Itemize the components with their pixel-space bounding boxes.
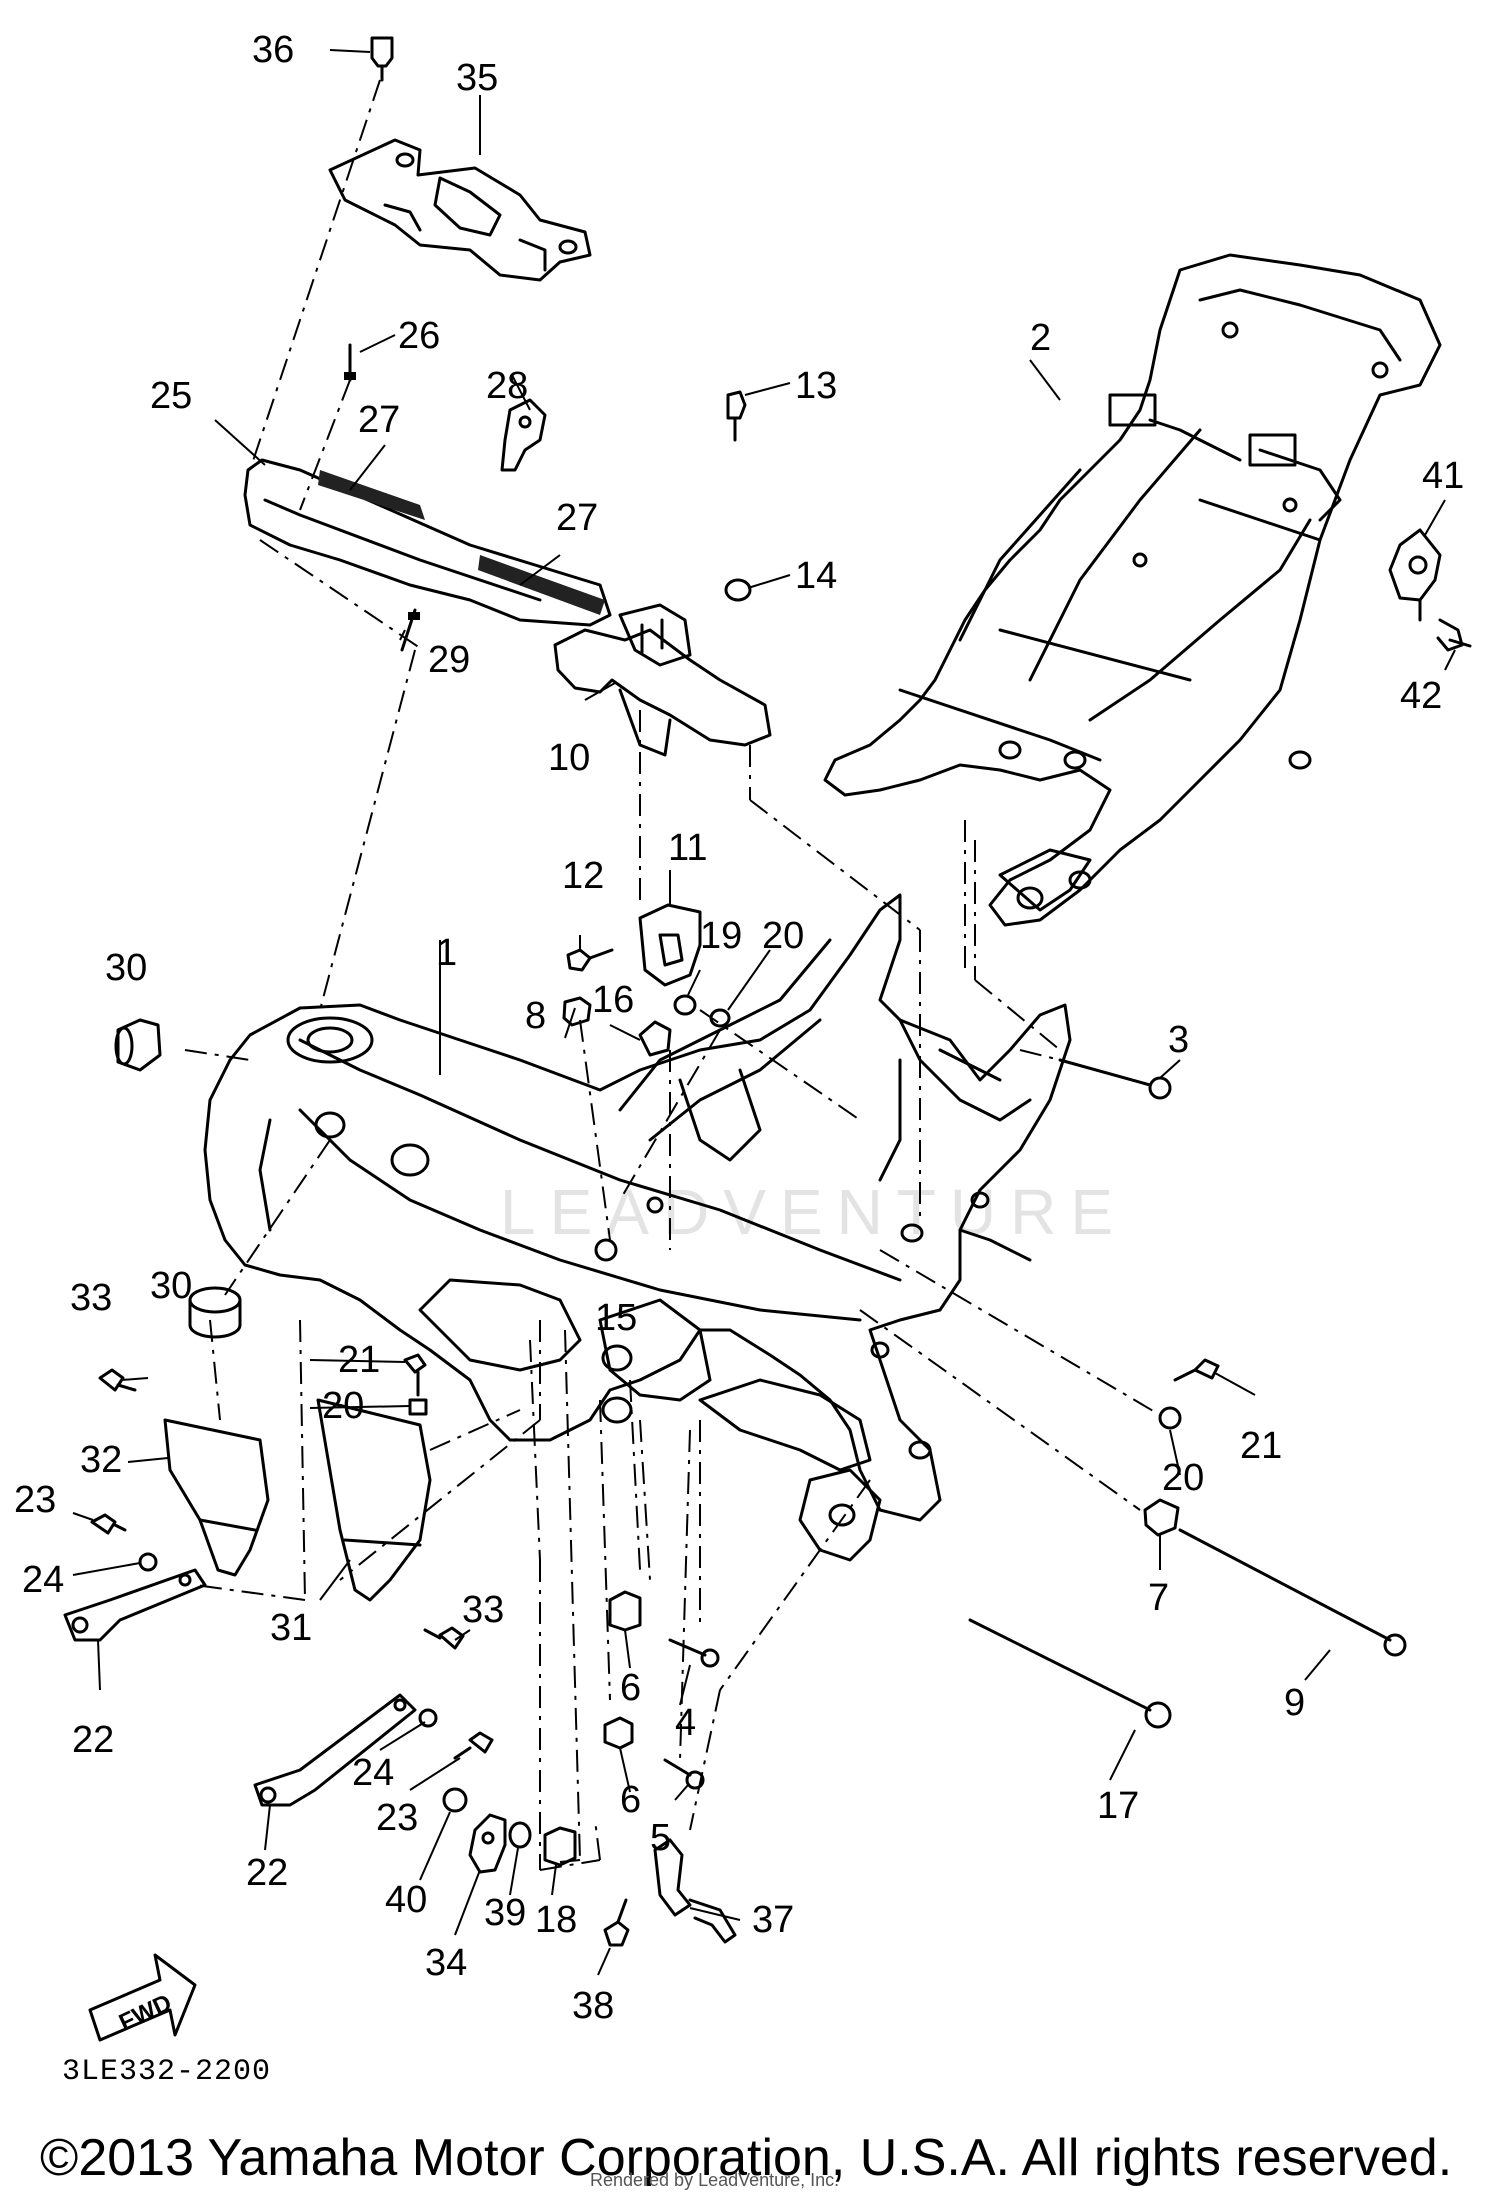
part-label-1: 1 [436, 932, 457, 974]
part-label-24a: 24 [22, 1559, 64, 1601]
part-label-11: 11 [668, 827, 707, 869]
part-label-19: 19 [700, 915, 742, 957]
part-label-2: 2 [1030, 317, 1051, 359]
part-label-28: 28 [486, 365, 528, 407]
part-label-27b: 27 [556, 497, 598, 539]
copyright-text: ©2013 Yamaha Motor Corporation, U.S.A. A… [40, 2129, 1453, 2187]
part-label-32: 32 [80, 1439, 122, 1481]
part-label-31: 31 [270, 1607, 312, 1649]
part-label-9: 9 [1284, 1682, 1305, 1724]
part-label-15: 15 [595, 1297, 637, 1339]
part-label-22b: 22 [246, 1852, 288, 1894]
part-label-8: 8 [525, 995, 546, 1037]
part-label-42: 42 [1400, 675, 1442, 717]
part-label-14: 14 [795, 555, 837, 597]
part-label-34: 34 [425, 1942, 467, 1984]
part-label-13: 13 [795, 365, 837, 407]
part-label-10: 10 [548, 737, 590, 779]
part-label-4: 4 [675, 1702, 696, 1744]
part-label-38: 38 [572, 1985, 614, 2027]
top-bracket-part [328, 36, 592, 282]
part-label-33b: 33 [462, 1589, 504, 1631]
part-label-27a: 27 [358, 399, 400, 441]
part-label-23a: 23 [14, 1479, 56, 1521]
part-label-29: 29 [428, 639, 470, 681]
part-label-22a: 22 [72, 1719, 114, 1761]
part-label-21b: 21 [1240, 1425, 1282, 1467]
leader-lines [72, 49, 1456, 1976]
part-label-7: 7 [1148, 1577, 1169, 1619]
part-label-26: 26 [398, 315, 440, 357]
drawing-code: 3LE332-2200 [62, 2055, 272, 2089]
part-number-labels: 36 35 26 25 28 27 27 29 13 14 10 2 41 42… [14, 29, 1464, 2037]
part-label-6b: 6 [620, 1779, 641, 1821]
small-bracket-part [566, 903, 702, 987]
lower-plate-part [243, 343, 612, 652]
part-label-39: 39 [484, 1892, 526, 1934]
part-label-20c: 20 [1162, 1457, 1204, 1499]
part-label-16: 16 [592, 979, 634, 1021]
part-label-17: 17 [1097, 1785, 1139, 1827]
engine-mount-part [553, 390, 772, 757]
rendered-by-text: Rendered by LeadVenture, Inc. [590, 2170, 840, 2190]
part-label-35: 35 [456, 57, 498, 99]
main-frame-part [203, 893, 1072, 1562]
part-label-30a: 30 [105, 947, 147, 989]
part-label-24b: 24 [352, 1752, 394, 1794]
part-label-3: 3 [1168, 1019, 1189, 1061]
part-label-33a: 33 [70, 1277, 112, 1319]
part-label-23b: 23 [376, 1797, 418, 1839]
rear-subframe-part [823, 253, 1472, 927]
part-label-18: 18 [535, 1899, 577, 1941]
part-label-36: 36 [252, 29, 294, 71]
part-label-37: 37 [752, 1899, 794, 1941]
part-label-5: 5 [650, 1817, 671, 1859]
part-label-40: 40 [385, 1879, 427, 1921]
part-label-6a: 6 [620, 1667, 641, 1709]
part-label-21a: 21 [338, 1339, 380, 1381]
part-label-25: 25 [150, 375, 192, 417]
part-label-12: 12 [562, 855, 604, 897]
part-label-30b: 30 [150, 1265, 192, 1307]
part-label-41: 41 [1422, 455, 1464, 497]
part-label-20b: 20 [322, 1385, 364, 1427]
part-label-20a: 20 [762, 915, 804, 957]
